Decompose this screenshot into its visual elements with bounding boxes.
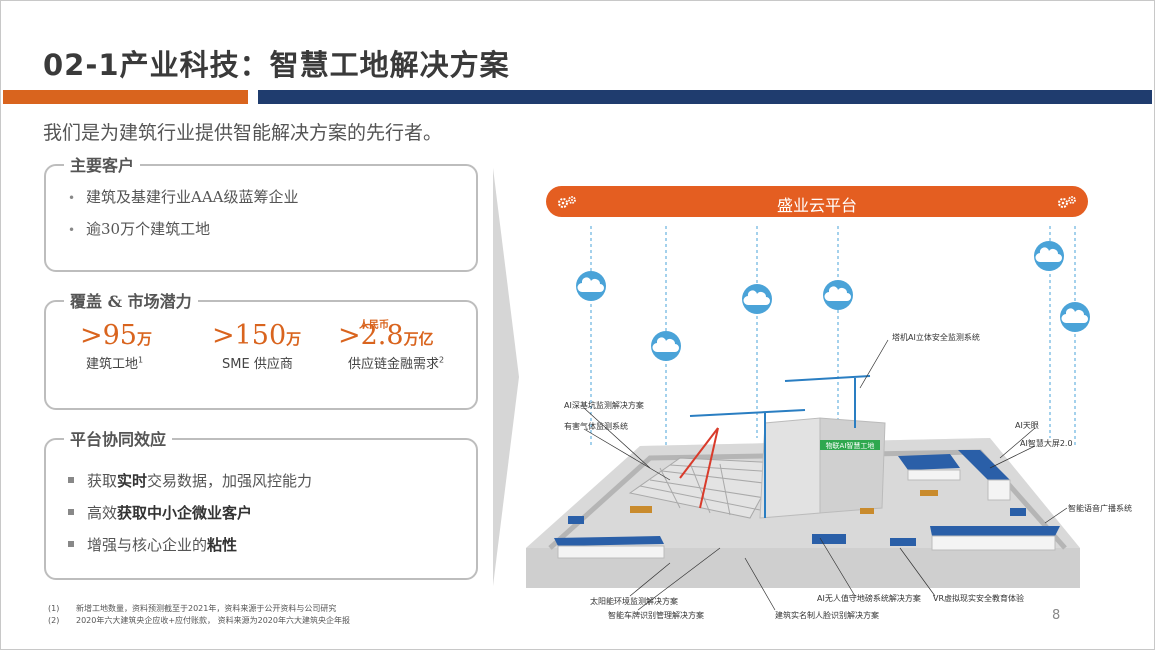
- metric-value: >2.8万亿: [338, 320, 434, 351]
- metric-value: >95万: [80, 320, 152, 351]
- vehicles: [630, 490, 938, 514]
- cloud-icon: [1060, 302, 1090, 332]
- metric-value: >150万: [212, 320, 302, 351]
- smart-site-illustration: 物联AI智慧工地: [520, 218, 1140, 628]
- bullet-dot-icon: •: [68, 191, 76, 205]
- title-underline-orange: [3, 90, 248, 104]
- cloud-icon: [651, 331, 681, 361]
- customers-panel: 主要客户 •建筑及基建行业AAA级蓝筹企业 •逾30万个建筑工地: [44, 152, 478, 272]
- footnotes: (1)新增工地数量，资料预测截至于2021年，资料来源于公开资料与公司研究 (2…: [48, 603, 350, 627]
- gears-icon: [558, 196, 576, 208]
- callout-realname-face: 建筑实名制人脸识别解决方案: [775, 611, 879, 620]
- page-number: 8: [1052, 608, 1061, 623]
- customers-panel-label: 主要客户: [64, 152, 141, 176]
- callout-deep-pit: AI深基坑监测解决方案: [564, 401, 644, 410]
- metric-sme-suppliers: >150万 SME 供应商: [212, 320, 301, 372]
- footnote: (1)新增工地数量，资料预测截至于2021年，资料来源于公开资料与公司研究: [48, 604, 337, 613]
- metric-caption: 供应链金融需求2: [348, 355, 445, 372]
- synergy-panel: 平台协同效应 获取实时交易数据，加强风控能力 高效获取中小企微业客户 增强与核心…: [44, 426, 478, 580]
- callout-plate-recognition: 智能车牌识别管理解决方案: [608, 611, 704, 620]
- metric-construction-sites: >95万 建筑工地1: [80, 320, 152, 372]
- red-crane: [679, 427, 719, 509]
- cloud-icon: [823, 280, 853, 310]
- synergy-item: 增强与核心企业的粘性: [68, 534, 237, 555]
- cloud-icon: [576, 271, 606, 301]
- gears-icon: [1058, 196, 1076, 208]
- callout-big-screen: AI智慧大屏2.0: [1020, 439, 1073, 448]
- callout-gas: 有害气体监测系统: [564, 422, 628, 431]
- metric-caption: SME 供应商: [222, 357, 293, 372]
- bullet-square-icon: [68, 477, 74, 483]
- cloud-icon: [1034, 241, 1064, 271]
- platform-label: 盛业云平台: [776, 196, 857, 215]
- synergy-panel-label: 平台协同效应: [64, 426, 173, 450]
- page-subtitle: 我们是为建筑行业提供智能解决方案的先行者。: [43, 122, 443, 144]
- construction-site-graphic: 物联AI智慧工地: [526, 226, 1090, 611]
- currency-note: 人民币: [359, 320, 389, 331]
- bullet-dot-icon: •: [68, 223, 76, 237]
- tower-crane: [689, 375, 871, 518]
- callout-tower-crane: 塔机AI立体安全监测系统: [892, 333, 980, 342]
- metric-caption: 建筑工地1: [86, 355, 144, 372]
- page-title: 02-1产业科技：智慧工地解决方案: [43, 48, 510, 82]
- callout-unmanned-weighbridge: AI无人值守地磅系统解决方案: [817, 594, 921, 603]
- bullet-square-icon: [68, 541, 74, 547]
- customer-item: •建筑及基建行业AAA级蓝筹企业: [68, 188, 299, 206]
- callout-solar-env: 太阳能环境监测解决方案: [590, 597, 678, 606]
- synergy-item: 高效获取中小企微业客户: [68, 502, 252, 523]
- metric-supply-chain-finance: >2.8万亿 供应链金融需求2: [338, 320, 444, 372]
- callout-vr-safety: VR虚拟现实安全教育体验: [933, 594, 1025, 603]
- synergy-item: 获取实时交易数据，加强风控能力: [68, 470, 312, 491]
- callout-ai-eye: AI天眼: [1015, 421, 1039, 430]
- footnote: (2)2020年六大建筑央企应收+应付账款， 资料来源为2020年六大建筑央企年…: [48, 616, 350, 625]
- title-underline-navy: [258, 90, 1152, 104]
- callout-broadcast: 智能语音广播系统: [1068, 504, 1132, 513]
- platform-bar: 盛业云平台: [546, 186, 1088, 217]
- coverage-panel: 覆盖 & 市场潜力 人民币 >95万 建筑工地1 >150万 SME 供应商 >…: [44, 288, 478, 410]
- cloud-icon: [742, 284, 772, 314]
- chevron-right-icon: [493, 168, 519, 586]
- bullet-square-icon: [68, 509, 74, 515]
- site-offices: [554, 450, 1060, 559]
- customer-item: •逾30万个建筑工地: [68, 220, 211, 238]
- callout-leaders: [583, 339, 1068, 611]
- coverage-panel-label: 覆盖 & 市场潜力: [64, 288, 198, 312]
- site-sign: 物联AI智慧工地: [826, 441, 875, 450]
